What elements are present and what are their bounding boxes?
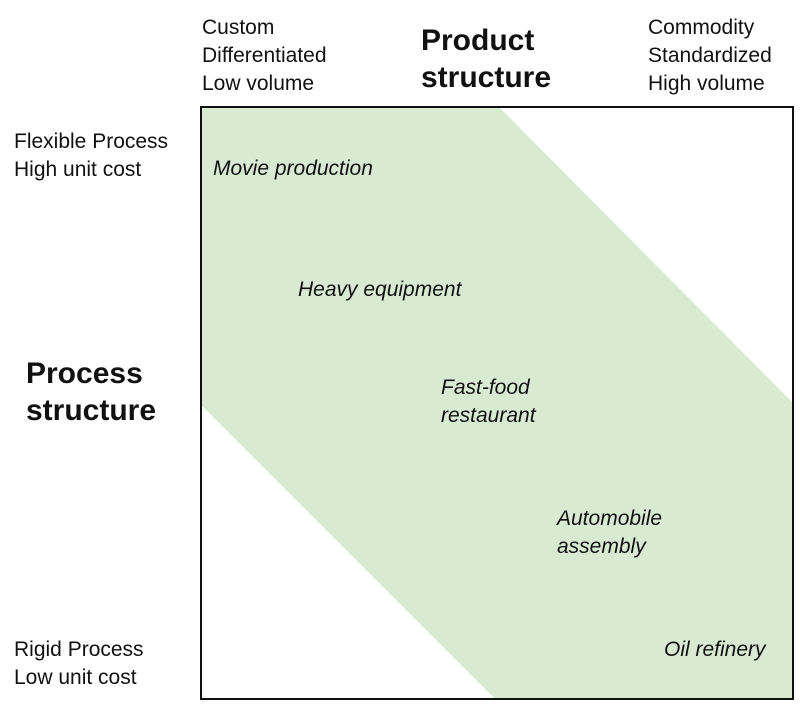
process-flexible-label: Flexible Process High unit cost bbox=[14, 130, 169, 181]
example-oil-refinery: Oil refinery bbox=[664, 638, 766, 661]
diagonal-band bbox=[202, 108, 792, 698]
example-fast-food-restaurant: Fast-food restaurant bbox=[441, 376, 536, 427]
product-structure-title: Product structure bbox=[421, 24, 552, 94]
diagonal-band-graphic bbox=[202, 108, 792, 698]
process-structure-title: Process structure bbox=[26, 357, 157, 427]
example-heavy-equipment: Heavy equipment bbox=[298, 278, 462, 301]
product-process-matrix bbox=[200, 106, 794, 700]
product-commodity-label: Commodity Standardized High volume bbox=[648, 16, 772, 95]
product-custom-label: Custom Differentiated Low volume bbox=[202, 16, 327, 95]
process-rigid-label: Rigid Process Low unit cost bbox=[14, 638, 144, 689]
example-automobile-assembly: Automobile assembly bbox=[557, 507, 663, 558]
example-movie-production: Movie production bbox=[213, 157, 373, 180]
